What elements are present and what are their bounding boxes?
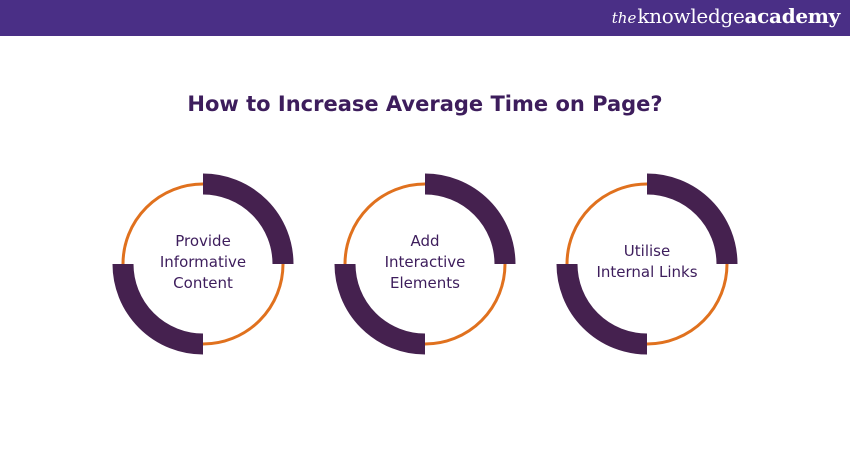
- ring-graphic: [556, 173, 738, 355]
- ring-arc-top-right: [646, 173, 738, 265]
- ring-arc-top-right: [424, 173, 516, 265]
- ring-graphic: [112, 173, 294, 355]
- ring-arc-bottom-left: [334, 263, 426, 355]
- knowledge-academy-logo[interactable]: the knowledge academy: [611, 4, 841, 32]
- ring-arc-top-right: [202, 173, 294, 265]
- ring-utilise-internal-links: Utilise Internal Links: [556, 173, 738, 355]
- ring-arc-bottom-left: [556, 263, 648, 355]
- logo-the-text: the: [611, 9, 637, 27]
- ring-add-interactive-elements: Add Interactive Elements: [334, 173, 516, 355]
- ring-provide-informative-content: Provide Informative Content: [112, 173, 294, 355]
- ring-label: Provide Informative Content: [159, 231, 247, 292]
- logo-academy-text: academy: [744, 4, 841, 28]
- ring-arc-bottom-left: [112, 263, 204, 355]
- page-title: How to Increase Average Time on Page?: [187, 92, 663, 116]
- header-bar: the knowledge academy: [0, 0, 850, 36]
- ring-label: Utilise Internal Links: [596, 242, 698, 281]
- ring-graphic: [334, 173, 516, 355]
- ring-label: Add Interactive Elements: [384, 231, 466, 292]
- logo-knowledge-text: knowledge: [637, 4, 745, 28]
